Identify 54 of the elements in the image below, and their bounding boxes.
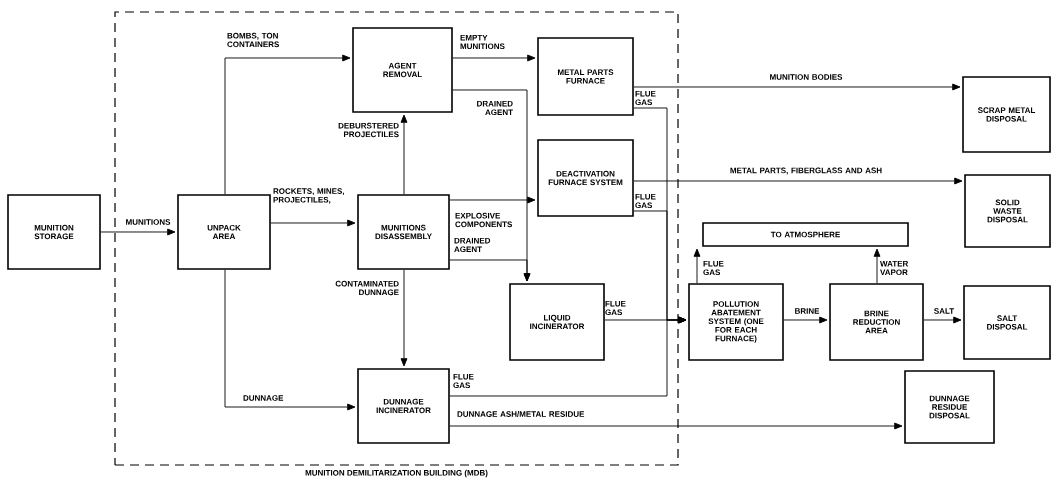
process-box: SOLID WASTE DISPOSAL xyxy=(964,174,1051,248)
edge-label: FLUE GAS xyxy=(635,193,656,209)
process-box: METAL PARTS FURNACE xyxy=(537,37,634,116)
process-box: BRINE REDUCTION AREA xyxy=(829,283,924,361)
edge-label: WATER VAPOR xyxy=(880,260,909,276)
arrow xyxy=(224,54,351,195)
arrow xyxy=(923,316,962,324)
arrow xyxy=(449,316,687,397)
process-box: MUNITION STORAGE xyxy=(7,194,101,270)
arrow xyxy=(873,248,881,284)
process-box: AGENT REMOVAL xyxy=(352,27,453,113)
process-box: UNPACK AREA xyxy=(177,194,271,270)
process-box: SCRAP METAL DISPOSAL xyxy=(962,76,1051,153)
arrow xyxy=(633,177,963,185)
process-box: DUNNAGE INCINERATOR xyxy=(357,368,450,444)
edge-label: SALT xyxy=(934,308,955,314)
process-box: POLLUTION ABATEMENT SYSTEM (ONE FOR EACH FURNACE) xyxy=(688,283,784,361)
output-bar: TO ATMOSPHERE xyxy=(702,222,909,247)
arrow xyxy=(449,196,536,204)
arrow xyxy=(452,54,536,62)
arrow xyxy=(783,316,828,324)
edge-label: EXPLOSIVE COMPONENTS xyxy=(455,212,513,228)
edge-label: FLUE GAS xyxy=(453,373,474,389)
process-box: DUNNAGE RESIDUE DISPOSAL xyxy=(904,370,995,444)
edge-label: FLUE GAS xyxy=(635,90,656,106)
edge-label: ROCKETS, MINES, PROJECTILES, xyxy=(273,188,345,204)
edge-label: FLUE GAS xyxy=(605,300,626,316)
edge-label: MUNITIONS xyxy=(126,219,171,225)
edge-label: BOMBS, TON CONTAINERS xyxy=(227,32,279,48)
edge-label: DUNNAGE ASH/METAL RESIDUE xyxy=(457,411,585,417)
edge-label: BRINE xyxy=(795,308,820,314)
edge-label: MUNITION BODIES xyxy=(770,74,843,80)
process-box: LIQUID INCINERATOR xyxy=(509,283,605,361)
edge-label: DUNNAGE xyxy=(243,395,284,401)
edge-label: DEBURSTERED PROJECTILES xyxy=(338,122,399,138)
arrow xyxy=(449,259,531,282)
arrow xyxy=(449,422,903,430)
edge-label: DRAINED AGENT xyxy=(477,100,513,116)
edge-label: CONTAMINATED DUNNAGE xyxy=(335,280,399,296)
arrow xyxy=(224,269,356,411)
process-box: MUNITIONS DISASSEMBLY xyxy=(357,194,450,270)
building-label: MUNITION DEMILITARIZATION BUILDING (MDB) xyxy=(305,469,488,478)
process-box: SALT DISPOSAL xyxy=(963,285,1051,360)
arrow xyxy=(100,228,176,236)
process-box: DEACTIVATION FURNACE SYSTEM xyxy=(537,139,634,217)
edge-label: DRAINED AGENT xyxy=(454,237,491,253)
arrow xyxy=(400,269,408,367)
arrow xyxy=(633,83,961,91)
arrow xyxy=(400,114,408,195)
edge-label: EMPTY MUNITIONS xyxy=(460,34,505,50)
arrow xyxy=(270,219,356,227)
arrow xyxy=(693,248,701,284)
edge-label: METAL PARTS, FIBERGLASS AND ASH xyxy=(730,167,882,175)
edge-label: FLUE GAS xyxy=(703,260,724,276)
